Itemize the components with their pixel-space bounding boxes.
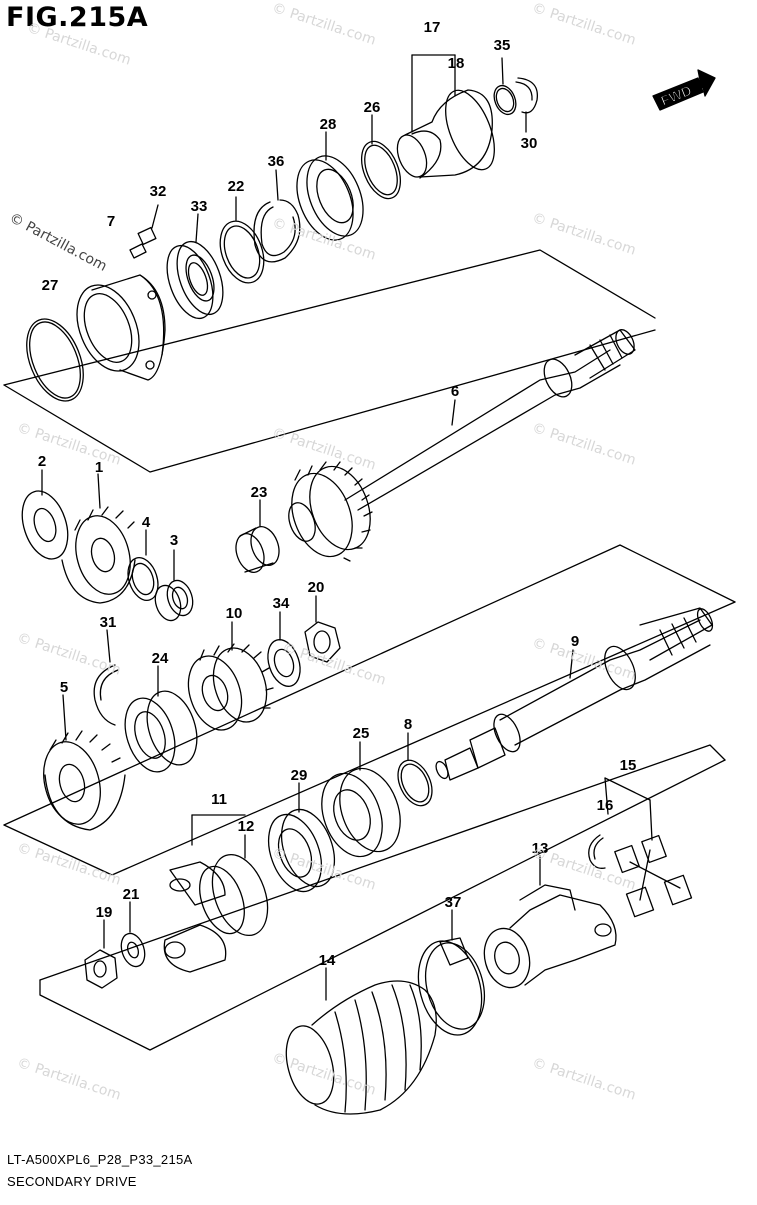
callout-21[interactable]: 21	[123, 886, 140, 903]
figure-title: FIG.215A	[6, 2, 149, 33]
part-14-boot	[285, 967, 437, 1115]
callout-31[interactable]: 31	[100, 614, 117, 631]
part-31-circlip	[93, 629, 119, 726]
callout-23[interactable]: 23	[251, 484, 268, 501]
group-frame-upper	[3, 249, 656, 473]
callout-9[interactable]: 9	[571, 633, 579, 650]
part-28-oil-seal	[296, 131, 364, 241]
part-3-bushing	[154, 549, 194, 622]
callout-16[interactable]: 16	[597, 797, 614, 814]
part-18-sleeve	[396, 54, 495, 179]
part-8-o-ring	[397, 732, 433, 807]
callout-35[interactable]: 35	[494, 37, 511, 54]
callout-13[interactable]: 13	[532, 840, 549, 857]
callout-6[interactable]: 6	[451, 383, 459, 400]
part-11-yoke	[163, 814, 269, 973]
part-34-washer	[267, 611, 301, 687]
part-35-o-ring	[493, 57, 517, 116]
part-27-o-ring	[26, 318, 84, 402]
part-15-universal-joint	[604, 777, 693, 918]
part-4-washer	[127, 529, 159, 602]
callout-1[interactable]: 1	[95, 459, 103, 476]
callout-37[interactable]: 37	[445, 894, 462, 911]
callout-5[interactable]: 5	[60, 679, 68, 696]
part-29-oil-seal	[267, 782, 336, 893]
part-21-washer	[120, 901, 146, 968]
callout-30[interactable]: 30	[521, 135, 538, 152]
part-2-shim	[21, 469, 69, 560]
callout-26[interactable]: 26	[364, 99, 381, 116]
callout-29[interactable]: 29	[291, 767, 308, 784]
part-6-drive-shaft	[344, 329, 636, 511]
group-frame-lower	[39, 744, 726, 1051]
group-frame-middle	[3, 544, 736, 876]
part-24-needle-bearing	[124, 665, 198, 773]
callout-19[interactable]: 19	[96, 904, 113, 921]
part-16-circlip	[588, 834, 606, 869]
callout-27[interactable]: 27	[42, 277, 59, 294]
callout-7[interactable]: 7	[107, 213, 115, 230]
callout-25[interactable]: 25	[353, 725, 370, 742]
fwd-label: FWD	[658, 82, 694, 109]
callout-10[interactable]: 10	[226, 605, 243, 622]
callout-3[interactable]: 3	[170, 532, 178, 549]
callout-24[interactable]: 24	[152, 650, 169, 667]
part-19-nut	[84, 919, 118, 989]
part-9-output-shaft	[435, 607, 714, 781]
part-37-clamp	[417, 909, 485, 1036]
model-code: LT-A500XPL6_P28_P33_215A	[7, 1152, 193, 1167]
callout-36[interactable]: 36	[268, 153, 285, 170]
part-13-yoke	[483, 855, 617, 989]
figure-caption: SECONDARY DRIVE	[7, 1174, 137, 1189]
fwd-arrow-icon	[652, 69, 716, 111]
callout-11[interactable]: 11	[211, 791, 227, 808]
part-10-gear	[187, 621, 274, 731]
part-33-bearing	[166, 213, 224, 320]
callout-18[interactable]: 18	[448, 55, 465, 72]
part-23-needle-bearing	[235, 499, 280, 573]
part-22-shim	[219, 196, 265, 284]
part-32-bolt	[129, 204, 159, 259]
callout-32[interactable]: 32	[150, 183, 167, 200]
callout-15[interactable]: 15	[620, 757, 637, 774]
callout-20[interactable]: 20	[308, 579, 325, 596]
callout-2[interactable]: 2	[38, 453, 46, 470]
callout-34[interactable]: 34	[273, 595, 290, 612]
part-26-o-ring	[360, 114, 402, 200]
part-20-nut	[304, 595, 341, 663]
part-30-circlip	[515, 77, 539, 133]
callout-28[interactable]: 28	[320, 116, 337, 133]
callout-33[interactable]: 33	[191, 198, 208, 215]
part-6-gear	[288, 461, 373, 562]
callout-22[interactable]: 22	[228, 178, 245, 195]
callout-8[interactable]: 8	[404, 716, 412, 733]
part-25-ball-bearing	[321, 741, 401, 858]
callout-4[interactable]: 4	[142, 514, 151, 531]
part-1-bevel-gear	[61, 473, 136, 604]
callout-17[interactable]: 17	[424, 19, 441, 36]
callout-12[interactable]: 12	[238, 818, 255, 835]
part-36-circlip	[253, 169, 301, 263]
part-7-bearing-housing	[76, 274, 166, 381]
callout-14[interactable]: 14	[319, 952, 336, 969]
part-5-bevel-gear	[43, 694, 126, 831]
